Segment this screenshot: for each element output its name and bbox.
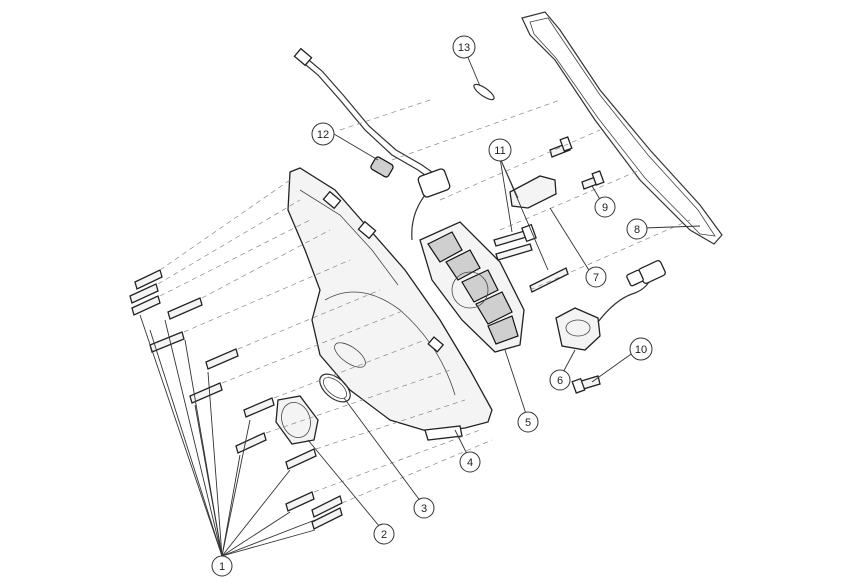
bracket-screws [549,136,605,190]
callout-11: 11 [488,138,512,162]
crank-position-sensor [555,260,666,351]
svg-text:8: 8 [634,224,640,236]
callout-3: 3 [413,497,435,519]
callout-1: 1 [211,555,233,577]
svg-text:10: 10 [635,344,647,356]
stator-cover [287,167,493,441]
svg-text:9: 9 [602,202,608,214]
stator [419,221,525,353]
svg-text:3: 3 [421,503,427,515]
callout-5: 5 [517,411,539,433]
svg-text:7: 7 [593,272,599,284]
svg-text:12: 12 [317,129,329,141]
cover-o-ring [319,373,351,403]
inspection-plug [275,395,319,445]
svg-text:1: 1 [219,561,225,573]
cover-bolts [129,269,343,530]
svg-text:4: 4 [467,457,473,469]
svg-text:13: 13 [458,42,470,54]
callout-7: 7 [585,266,607,288]
snap-ring [473,83,495,101]
callout-4: 4 [459,451,481,473]
svg-text:5: 5 [525,417,531,429]
cover-gasket [521,11,723,245]
wire-clamp-bracket [509,175,557,209]
callout-10: 10 [629,337,653,361]
callout-6: 6 [549,369,571,391]
stator-wire-harness [293,47,451,241]
svg-text:11: 11 [494,145,505,157]
callout-8: 8 [626,218,648,240]
svg-text:6: 6 [557,375,563,387]
leader-lines [139,47,701,557]
callout-2: 2 [373,523,395,545]
callout-12: 12 [311,122,335,146]
callout-9: 9 [594,196,616,218]
sensor-screw [571,375,601,394]
stator-bolts [493,223,569,293]
alignment-lines [157,99,691,504]
callout-13: 13 [452,35,476,59]
wire-grommet [370,156,394,178]
svg-text:2: 2 [381,529,387,541]
